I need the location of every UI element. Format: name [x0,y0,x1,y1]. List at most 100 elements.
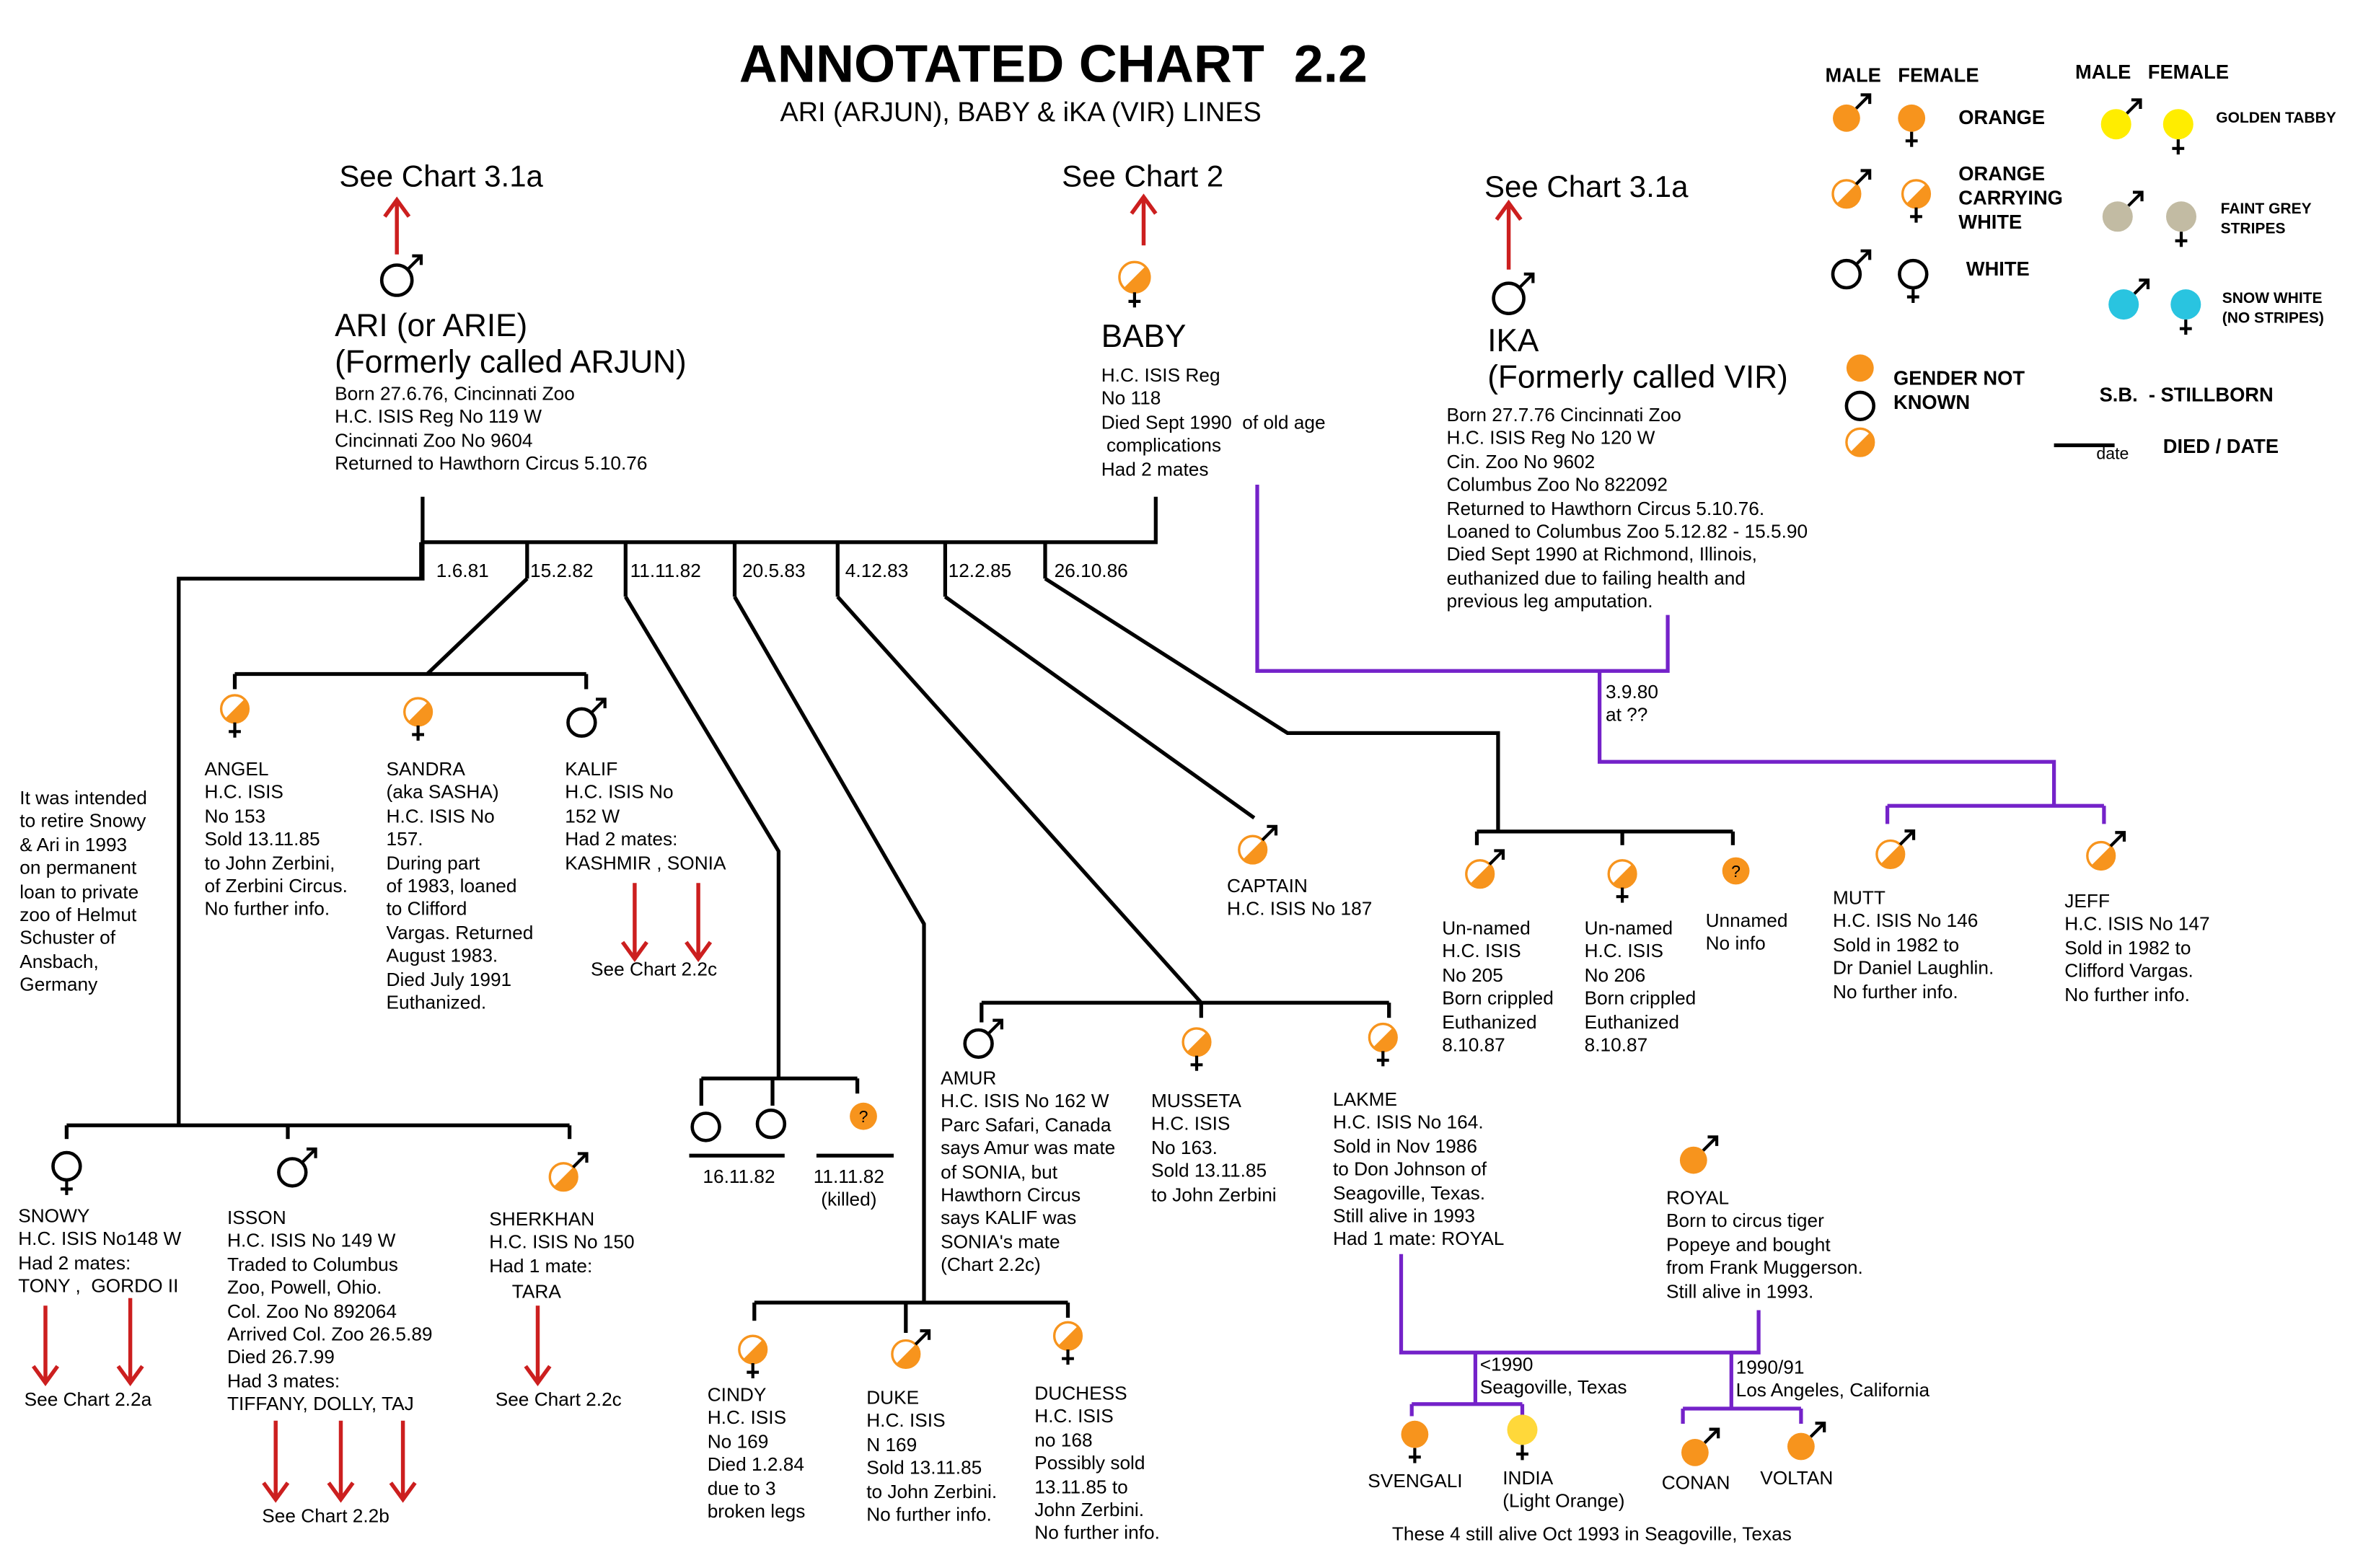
duchess-symbol [1052,1321,1083,1365]
sandra-symbol [403,697,434,741]
legend-white-male [1831,249,1872,290]
captain-symbol [1238,824,1278,865]
reference-arrow [620,883,648,962]
lakme-symbol [1368,1022,1398,1067]
legend-male-1: MALE [1825,63,1881,87]
legend-faint-grey: FAINT GREY STRIPES [2220,201,2312,237]
legend-female-2: FEMALE [2147,61,2230,84]
litter-date-5: 4.12.83 [845,560,909,582]
killed-symbol: ? [850,1102,877,1130]
cub-sherkhan: SHERKHAN H.C. ISIS No 150 Had 1 mate: [489,1208,635,1277]
legend-orange: ORANGE [1958,106,2046,129]
ika-symbol [1492,272,1535,316]
reference-arrow [116,1298,144,1386]
legend-ocw-male [1831,169,1872,209]
svg-text:?: ? [1731,862,1741,881]
duke-symbol [891,1329,931,1369]
jeff-symbol [2086,831,2126,871]
litter-date-7: 26.10.86 [1054,560,1128,582]
kalif-symbol [566,697,607,738]
cub-angel: ANGEL H.C. ISIS No 153 Sold 13.11.85 to … [204,759,348,920]
litter-date-16-11-82: 16.11.82 [703,1166,775,1188]
chart-subtitle: ARI (ARJUN), BABY & iKA (VIR) LINES [780,97,1262,128]
legend-died-date: DIED / DATE [2162,434,2279,458]
cub-isson: ISSON H.C. ISIS No 149 W Traded to Colum… [227,1207,433,1415]
legend-male-2: MALE [2074,61,2131,84]
reference-arrow [383,196,411,255]
cub-lakme: LAKME H.C. ISIS No 164. Sold in Nov 1986… [1332,1088,1505,1251]
ika-name: IKA (Formerly called VIR) [1487,324,1788,396]
reference-arrow [327,1420,355,1503]
reference-arrow [524,1305,552,1386]
ref-kalif[interactable]: See Chart 2.2c [590,959,718,980]
seagoville-date: <1990 Seagoville, Texas [1479,1354,1627,1399]
cub-conan: CONAN [1661,1472,1730,1494]
legend-unknown-half [1845,427,1875,457]
cub-unnamed-3: Unnamed No info [1705,910,1788,955]
ref-snowy[interactable]: See Chart 2.2a [24,1388,152,1411]
ari-symbol [379,254,423,297]
note-retire: It was intended to retire Snowy & Ari in… [19,788,147,996]
cub-svengali: SVENGALI [1368,1471,1463,1492]
royal-symbol [1679,1135,1719,1174]
stillborn-1-symbol [690,1111,721,1142]
angel-symbol [219,694,250,738]
baby-info: H.C. ISIS Reg No 118 Died Sept 1990 of o… [1101,365,1326,480]
litter-date-1: 1.6.81 [436,560,489,582]
ari-name: ARI (or ARIE) (Formerly called ARJUN) [335,309,687,381]
la-date: 1990/91 Los Angeles, California [1735,1357,1930,1402]
cub-snowy: SNOWY H.C. ISIS No148 W Had 2 mates: TON… [18,1205,182,1298]
ref-ari-parent[interactable]: See Chart 3.1a [339,160,543,194]
mutt-symbol [1875,829,1916,869]
ref-ika-parent[interactable]: See Chart 3.1a [1484,171,1689,205]
ari-info: Born 27.6.76, Cincinnati Zoo H.C. ISIS R… [335,383,648,475]
cub-unnamed-205: Un-named H.C. ISIS No 205 Born crippled … [1442,917,1554,1056]
cub-mutt: MUTT H.C. ISIS No 146 Sold in 1982 to Dr… [1833,887,1994,1003]
unnamed-3-symbol: ? [1722,857,1750,885]
cub-amur: AMUR H.C. ISIS No 162 W Parc Safari, Can… [941,1067,1116,1276]
ref-sherkhan[interactable]: See Chart 2.2c [495,1388,622,1411]
ref-baby-parent[interactable]: See Chart 2 [1062,160,1224,194]
legend-snow-white: SNOW WHITE (NO STRIPES) [2222,291,2324,327]
litter-date-2: 15.2.82 [529,560,594,582]
litter-date-3: 11.11.82 [630,560,701,582]
legend-female-1: FEMALE [1898,63,1979,87]
cub-jeff: JEFF H.C. ISIS No 147 Sold in 1982 to Cl… [2064,890,2210,1005]
ika-litter-date: 3.9.80 at ?? [1606,681,1659,726]
legend-ocw-female [1901,179,1932,223]
cub-india: INDIA (Light Orange) [1502,1467,1625,1512]
litter-date-4: 20.5.83 [742,560,806,582]
reference-arrow [389,1420,417,1503]
svengali-symbol [1401,1420,1429,1463]
legend-snow-male [2108,278,2150,320]
unnamed-206-symbol [1607,859,1637,903]
legend-grey-male [2102,190,2144,232]
india-symbol [1507,1414,1538,1461]
cub-musseta: MUSSETA H.C. ISIS No 163. Sold 13.11.85 … [1150,1090,1277,1205]
unnamed-205-symbol [1465,849,1505,889]
ref-isson[interactable]: See Chart 2.2b [262,1505,390,1527]
baby-name: BABY [1101,320,1187,355]
cub-unnamed-206: Un-named H.C. ISIS No 206 Born crippled … [1584,917,1697,1056]
black-lineage-lines [64,443,2115,1333]
baby-symbol [1118,260,1151,308]
tiger-symbols: ?? [51,93,2201,1466]
legend-white-female [1898,258,1929,303]
legend-unknown-solid [1846,354,1874,382]
cub-cindy: CINDY H.C. ISIS No 169 Died 1.2.84 due t… [707,1384,806,1523]
cub-kalif: KALIF H.C. ISIS No 152 W Had 2 mates: KA… [565,759,726,873]
legend-golden-female [2162,109,2193,155]
legend-orange-female [1898,104,1926,147]
ika-info: Born 27.7.76 Cincinnati Zoo H.C. ISIS Re… [1446,404,1808,612]
legend-orange-male [1833,93,1872,132]
chart-title: ANNOTATED CHART 2.2 [739,35,1368,94]
alive-note: These 4 still alive Oct 1993 in Seagovil… [1391,1523,1792,1545]
isson-symbol [277,1148,317,1188]
cub-captain: CAPTAIN H.C. ISIS No 187 [1226,875,1373,920]
stillborn-2-symbol [755,1108,787,1140]
legend-date-word: date [2096,445,2129,464]
legend-golden-tabby: GOLDEN TABBY [2216,110,2336,128]
cub-voltan: VOLTAN [1760,1467,1834,1489]
